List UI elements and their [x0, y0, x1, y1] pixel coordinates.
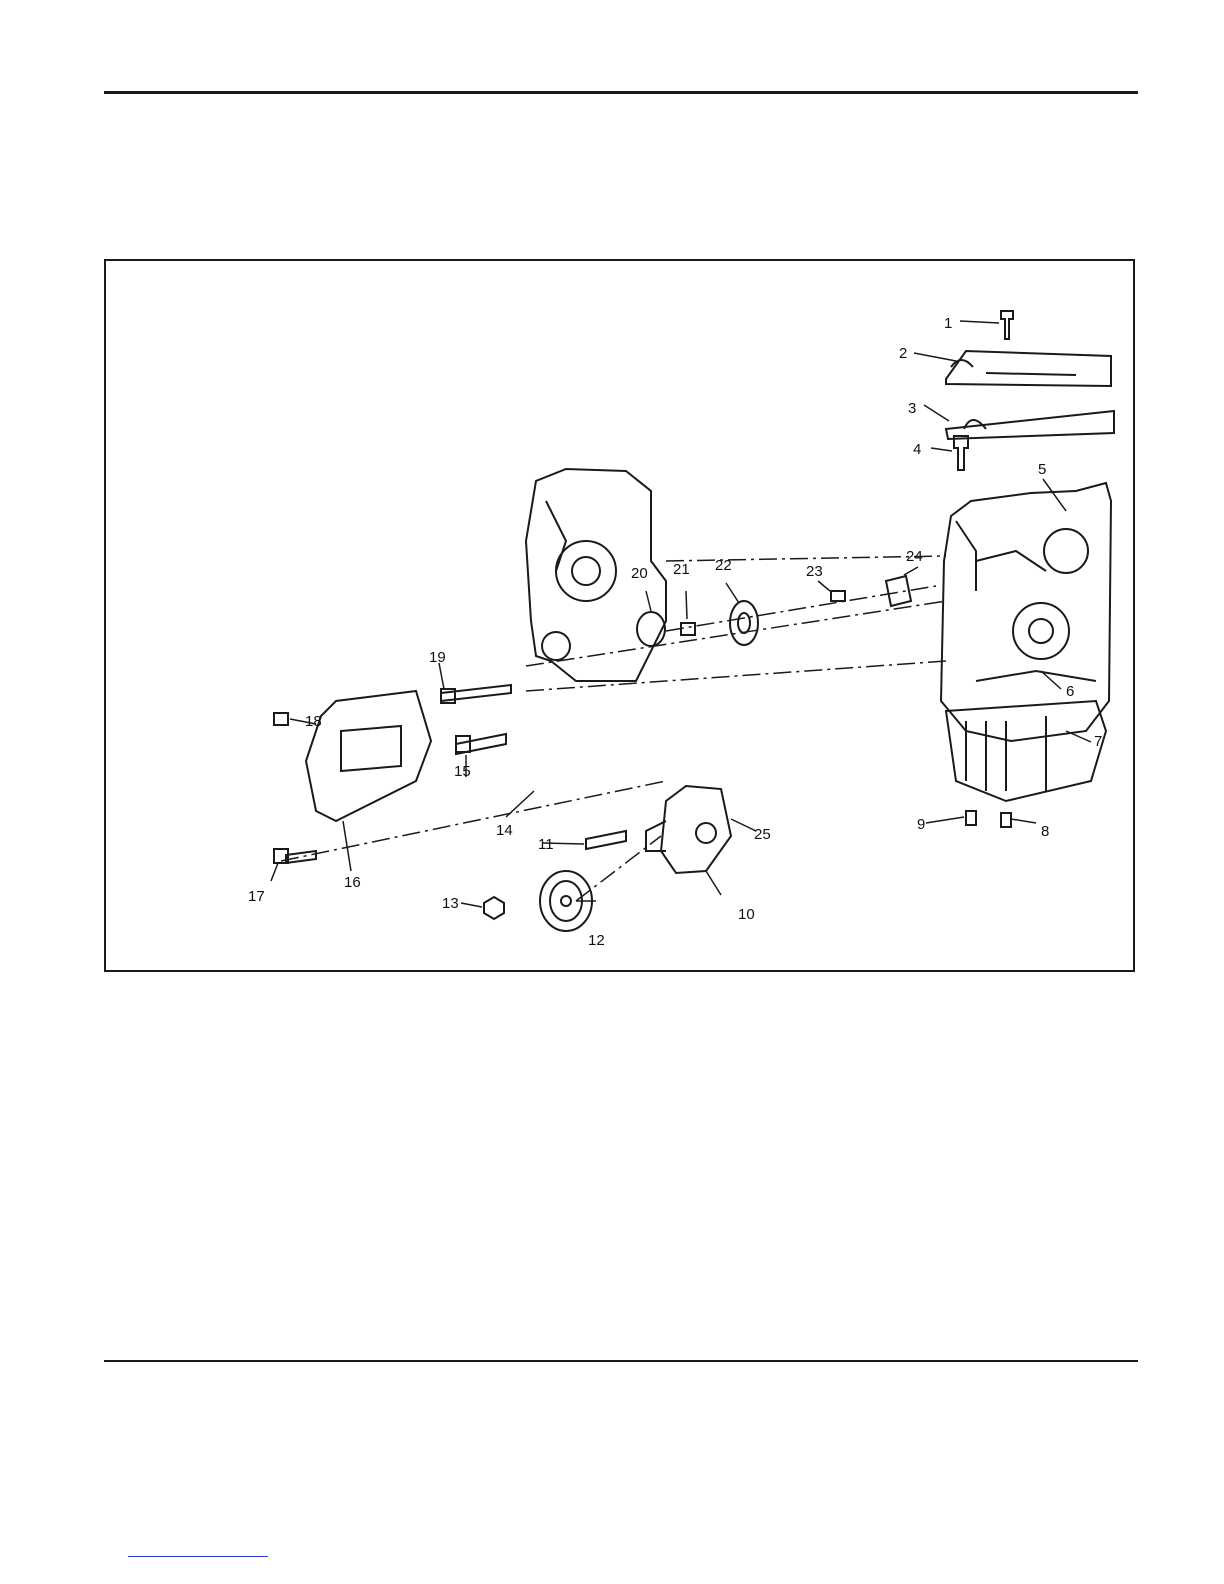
footer-rule — [104, 1360, 1138, 1362]
callout-24: 24 — [906, 548, 923, 565]
head-cover-lower — [946, 411, 1114, 439]
bracket — [306, 691, 431, 821]
callout-4: 4 — [913, 441, 921, 458]
footer-link-underline — [128, 1556, 268, 1557]
callout-18: 18 — [305, 713, 322, 730]
callout-21: 21 — [673, 561, 690, 578]
callout-11: 11 — [538, 836, 554, 853]
callout-17: 17 — [248, 888, 265, 905]
callout-1: 1 — [944, 315, 952, 332]
callout-23: 23 — [806, 563, 823, 580]
callout-25: 25 — [754, 826, 771, 843]
oil-pan — [946, 701, 1106, 801]
exploded-view-figure: 1 2 3 4 5 6 7 8 9 10 11 12 13 14 15 16 1… — [104, 259, 1135, 972]
engine-front-exploded-diagram: 1 2 3 4 5 6 7 8 9 10 11 12 13 14 15 16 1… — [106, 261, 1137, 974]
callout-3: 3 — [908, 400, 916, 417]
callout-10: 10 — [738, 906, 755, 923]
callout-15: 15 — [454, 763, 471, 780]
callout-5: 5 — [1038, 461, 1046, 478]
callout-14: 14 — [496, 822, 513, 839]
callout-12: 12 — [588, 932, 605, 949]
head-cover-upper — [946, 351, 1111, 386]
callout-7: 7 — [1094, 733, 1102, 750]
header-rule — [104, 91, 1138, 94]
callout-9: 9 — [917, 816, 925, 833]
callout-16: 16 — [344, 874, 361, 891]
callout-6: 6 — [1066, 683, 1074, 700]
callout-19: 19 — [429, 649, 446, 666]
callout-2: 2 — [899, 345, 907, 362]
callout-20: 20 — [631, 565, 648, 582]
callout-8: 8 — [1041, 823, 1049, 840]
callout-13: 13 — [442, 895, 459, 912]
callout-22: 22 — [715, 557, 732, 574]
